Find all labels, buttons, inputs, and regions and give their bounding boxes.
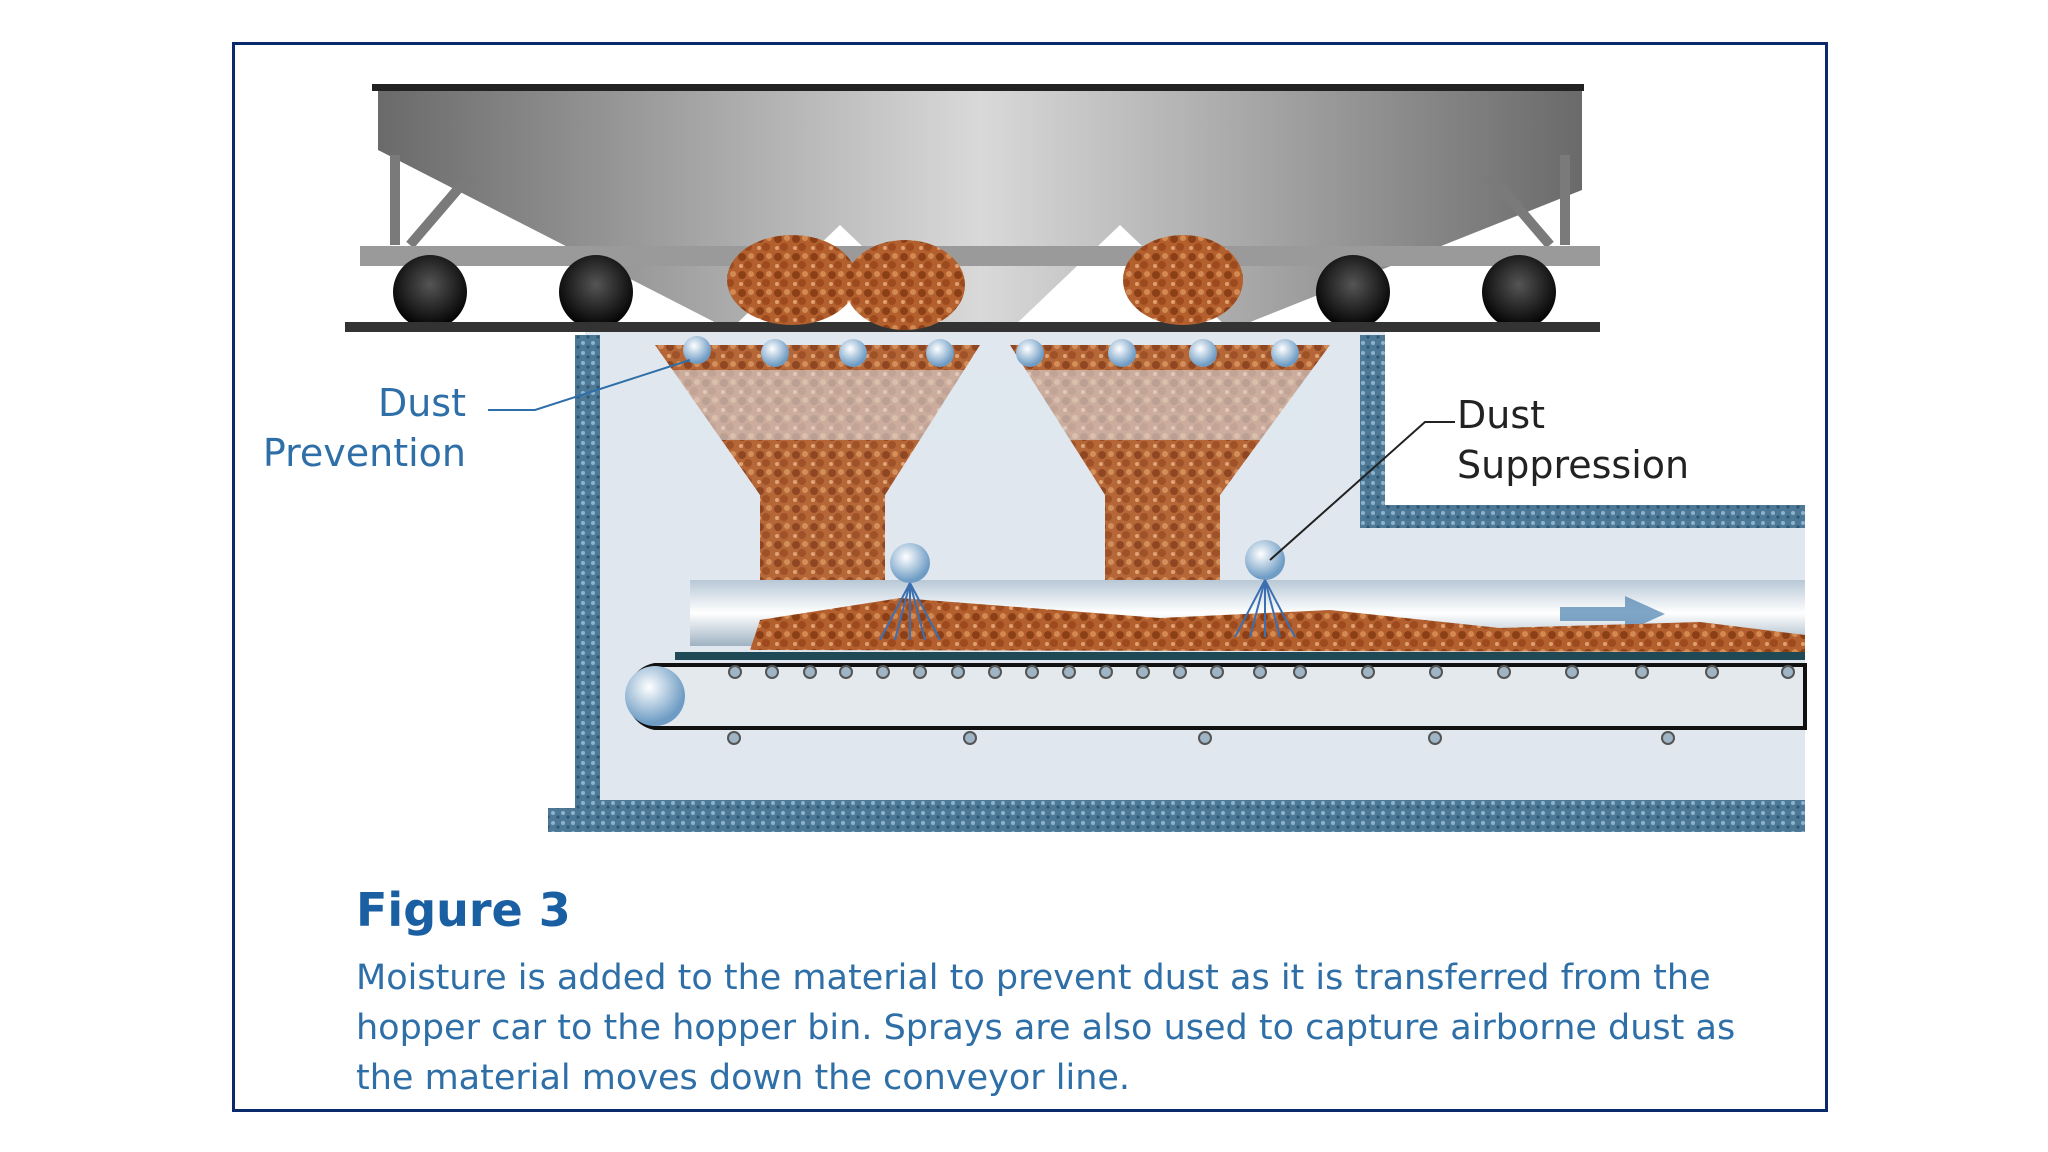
material-pile xyxy=(845,240,965,330)
flow-arrow xyxy=(1560,596,1665,632)
wheel xyxy=(1482,255,1556,329)
belt-edge xyxy=(675,652,1805,660)
hopper-car-body xyxy=(378,88,1582,330)
dust-suppression-leader xyxy=(1269,421,1455,561)
dust-prevention-label-line2: Prevention xyxy=(262,431,466,475)
hopper-car-top xyxy=(372,84,1584,91)
material-pile xyxy=(1123,235,1243,325)
enclosure-right-wall xyxy=(1360,335,1805,528)
upper-right-space xyxy=(1385,330,1805,505)
idler-rollers xyxy=(727,665,1795,745)
wheel xyxy=(559,255,633,329)
car-frame-rail xyxy=(360,246,1600,266)
wheel xyxy=(1316,255,1390,329)
wheel xyxy=(393,255,467,329)
spray-mist xyxy=(670,370,1320,440)
dust-prevention-label-line1: Dust xyxy=(377,381,466,425)
figure-caption: Moisture is added to the material to pre… xyxy=(356,958,1736,1098)
rail-track xyxy=(345,322,1600,332)
suppression-nozzle xyxy=(1245,540,1285,580)
head-pulley xyxy=(625,666,685,726)
dust-prevention-leader xyxy=(488,359,691,411)
dust-suppression-label-line2: Suppression xyxy=(1457,443,1690,487)
figure-title: Figure 3 xyxy=(356,883,571,937)
dust-prevention-label: Dust Prevention xyxy=(260,378,466,478)
material-pile xyxy=(727,235,857,325)
suppression-nozzle xyxy=(890,543,930,583)
dust-suppression-label-line1: Dust xyxy=(1457,393,1546,437)
dust-prevention-nozzles xyxy=(683,336,1299,367)
dust-suppression-label: Dust Suppression xyxy=(1457,390,1689,490)
